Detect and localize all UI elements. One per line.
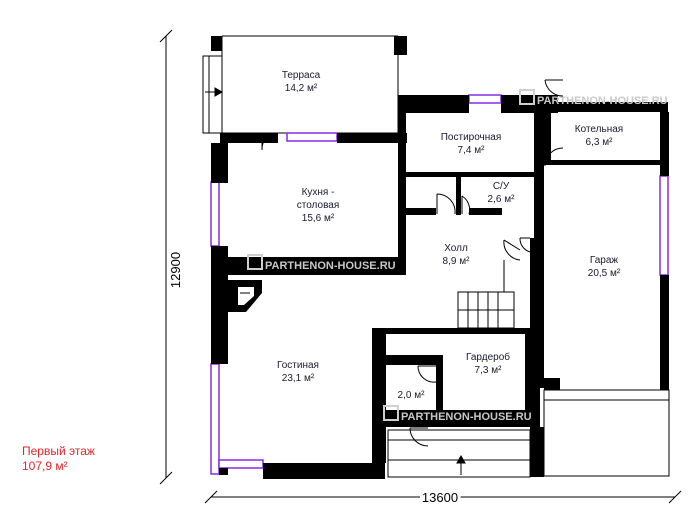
- fireplace-icon: [228, 280, 262, 312]
- room-wardrobe-name: Гардероб: [466, 351, 510, 363]
- floor-area: 107,9 м²: [22, 459, 68, 473]
- height-dimension: 12900: [168, 252, 183, 288]
- entrance-arrows: [205, 87, 466, 475]
- room-terrace-area: 14,2 м²: [285, 83, 318, 94]
- room-living-area: 23,1 м²: [282, 373, 315, 384]
- svg-text:PARTHENON-HOUSE.RU: PARTHENON-HOUSE.RU: [401, 411, 532, 423]
- door-garage: [519, 237, 531, 253]
- room-living-name: Гостиная: [277, 360, 319, 371]
- floor-label: Первый этаж: [22, 444, 95, 458]
- watermark-1: PARTHENON-HOUSE.RU: [519, 89, 668, 107]
- room-garage-area: 20,5 м²: [588, 268, 621, 279]
- door-boiler-outer: [544, 79, 564, 97]
- dimension-lines: [159, 29, 682, 504]
- room-wardrobe-area: 7,3 м²: [475, 365, 503, 376]
- room-kitchen-area: 15,6 м²: [302, 213, 335, 224]
- svg-text:PARTHENON-HOUSE.RU: PARTHENON-HOUSE.RU: [265, 260, 396, 272]
- room-terrace-name: Терраса: [282, 70, 321, 81]
- door-terrace: [261, 132, 279, 151]
- doors: [261, 79, 564, 447]
- room-hall-name: Холл: [444, 243, 468, 254]
- door-wc: [461, 195, 471, 215]
- room-boiler-name: Котельная: [575, 124, 623, 135]
- width-dimension: 13600: [422, 490, 458, 505]
- room-garage-name: Гараж: [590, 255, 619, 266]
- room-laundry-area: 7,4 м²: [458, 145, 486, 156]
- room-kitchen-name-1: Кухня -: [302, 187, 335, 198]
- door-boiler-inner: [544, 147, 564, 167]
- room-wc-name: С/У: [493, 181, 510, 192]
- walls: [211, 36, 669, 479]
- room-boiler-area: 6,3 м²: [586, 137, 614, 148]
- door-stair: [503, 239, 521, 261]
- door-entrance: [409, 427, 429, 447]
- room-storage-area: 2,0 м²: [398, 390, 426, 401]
- room-wc-area: 2,6 м²: [488, 194, 516, 205]
- svg-text:PARTHENON-HOUSE.RU: PARTHENON-HOUSE.RU: [537, 95, 668, 107]
- watermark-3: PARTHENON-HOUSE.RU: [383, 405, 532, 423]
- door-storage: [417, 365, 437, 383]
- room-kitchen-name-2: столовая: [297, 200, 340, 211]
- room-laundry-name: Постирочная: [441, 132, 502, 143]
- watermark-2: PARTHENON-HOUSE.RU: [247, 254, 396, 272]
- room-hall-area: 8,9 м²: [443, 256, 471, 267]
- door-laundry: [436, 193, 456, 215]
